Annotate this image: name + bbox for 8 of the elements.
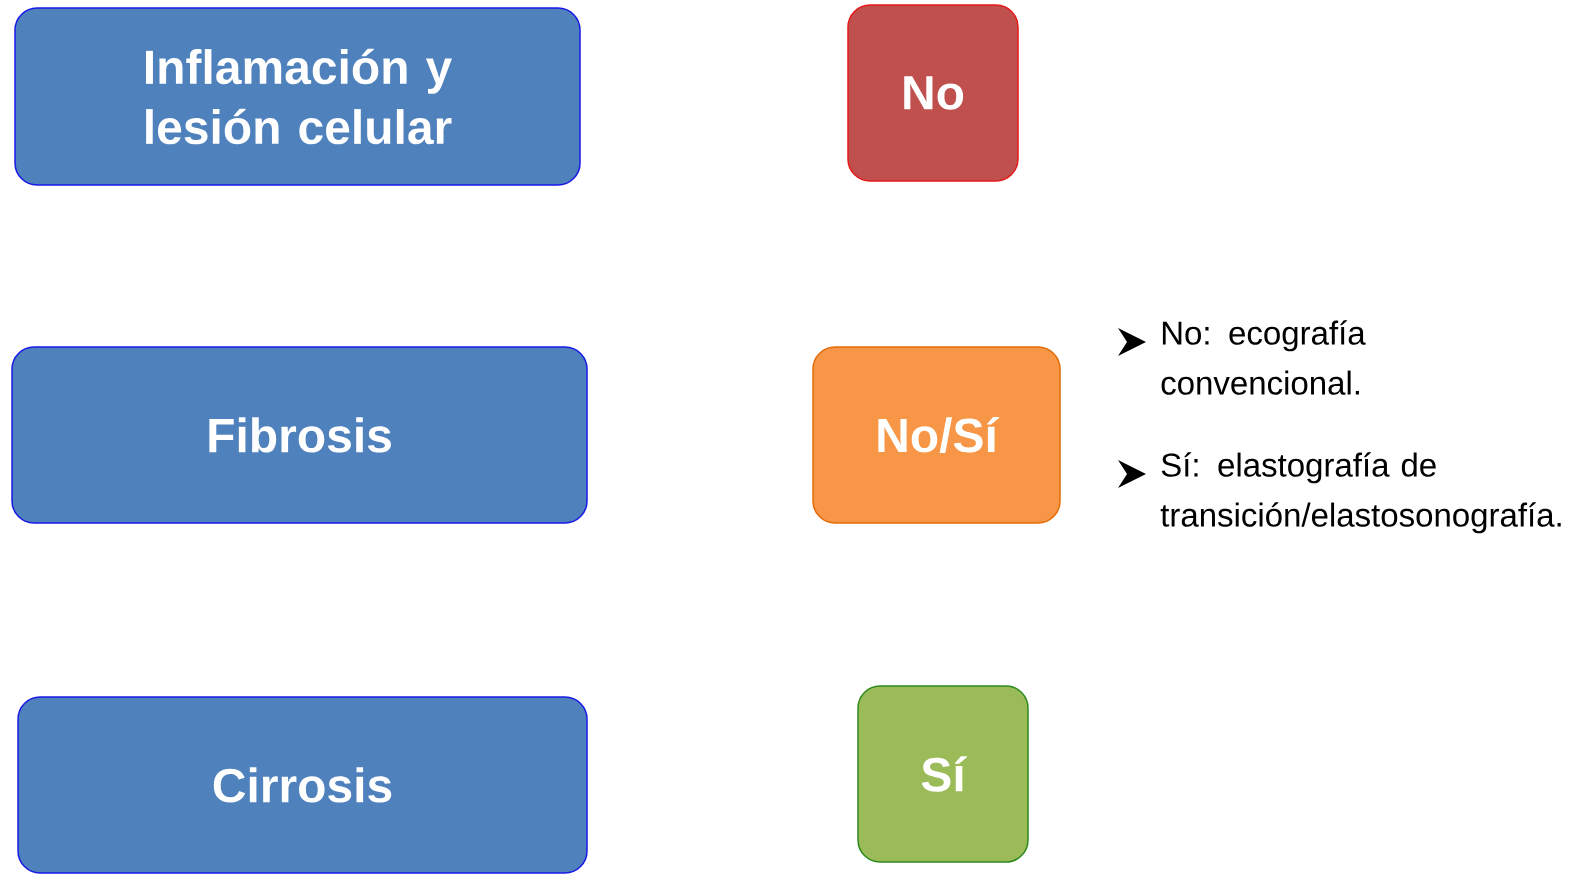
stage-box: Fibrosis [11,346,588,524]
answer-box: No [847,4,1019,182]
stage-box: Cirrosis [17,696,588,874]
stage-box: Inflamación y lesión celular [14,7,581,186]
bullet-text: Sí: elastografía de transición/elastosonografía. [1160,452,1561,534]
bullet-text: No: ecografía convencional. [1161,320,1366,395]
answer-box: Sí [857,685,1029,863]
answer-box: No/Sí [812,346,1061,524]
